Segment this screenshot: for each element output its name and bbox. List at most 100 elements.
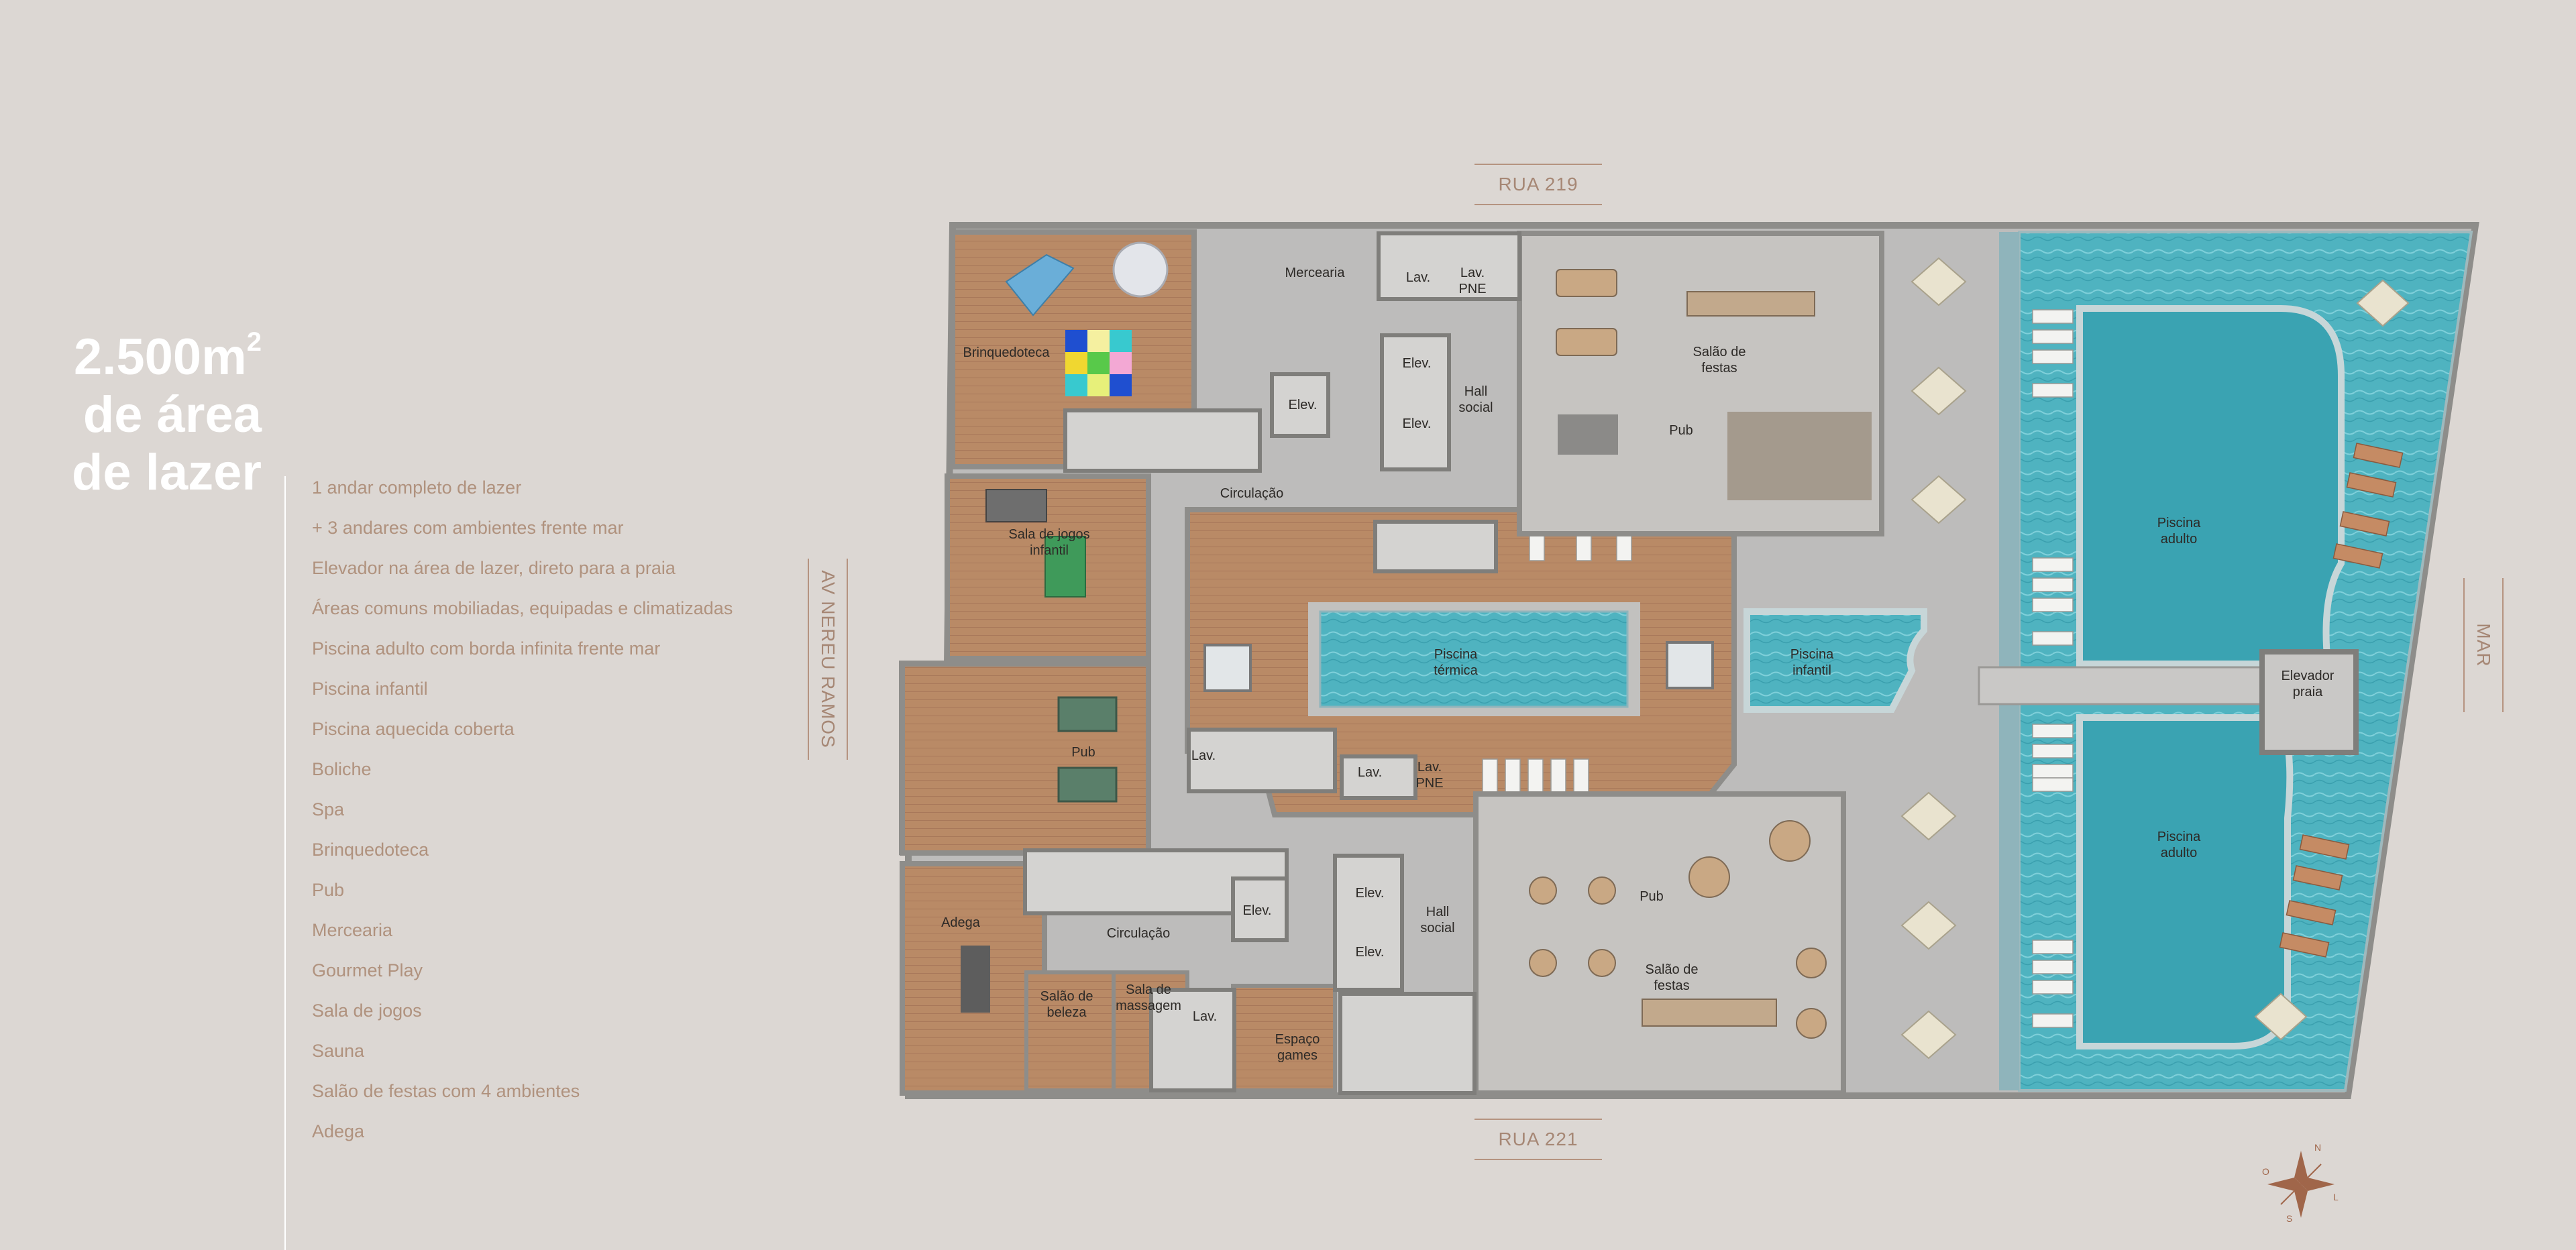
pub-left-floor [900, 661, 1151, 856]
street-label-bottom: RUA 221 [1474, 1119, 1602, 1160]
feature-item: 1 andar completo de lazer [312, 477, 522, 498]
label-hall-social-bottom-2: social [1420, 921, 1454, 935]
label-sala-massagem-2: massagem [1116, 999, 1181, 1013]
label-lav-pne-top-2: PNE [1458, 282, 1486, 296]
compass-o: O [2262, 1166, 2269, 1177]
label-lav-mid-1: Lav. [1191, 748, 1216, 763]
compass-rose: N S O L [2262, 1142, 2339, 1224]
jacuzzi-left [1203, 644, 1252, 692]
label-hall-social-top-2: social [1458, 400, 1493, 415]
festas-long-table-bottom [1642, 999, 1777, 1027]
feature-item: Piscina infantil [312, 679, 428, 699]
feature-item: Brinquedoteca [312, 840, 429, 860]
label-elev-2: Elev. [1403, 356, 1432, 371]
label-espaco-games-2: games [1277, 1048, 1318, 1063]
label-lav-pne-mid-1: Lav. [1417, 760, 1442, 775]
walkway [1978, 666, 2282, 705]
label-brinquedoteca: Brinquedoteca [963, 345, 1051, 360]
feature-item: Boliche [312, 759, 372, 779]
title-line2: de área [83, 386, 262, 443]
compass-s: S [2286, 1213, 2292, 1224]
label-elevador-praia-2: praia [2293, 685, 2323, 699]
top-tables [1556, 269, 1617, 356]
label-adega: Adega [941, 915, 981, 930]
cores [1023, 231, 1521, 1095]
feature-item: Gourmet Play [312, 960, 423, 980]
compass-l: L [2333, 1192, 2339, 1202]
label-elev-5: Elev. [1356, 886, 1385, 901]
label-piscina-adulto-top-1: Piscina [2157, 516, 2201, 530]
label-salao-festas-top-2: festas [1701, 361, 1737, 376]
label-lav-pne-mid-2: PNE [1415, 776, 1443, 791]
label-lav-pne-top-1: Lav. [1460, 266, 1485, 280]
label-circulacao-bottom: Circulação [1107, 926, 1170, 941]
label-salao-beleza-1: Salão de [1040, 989, 1093, 1004]
wood-loungers [2279, 443, 2404, 958]
title-superscript: 2 [246, 327, 262, 357]
sun-loungers [2032, 309, 2074, 1028]
compass-n: N [2314, 1142, 2321, 1153]
label-salao-festas-bottom-1: Salão de [1646, 962, 1699, 977]
label-pub-left: Pub [1071, 745, 1095, 760]
label-piscina-adulto-bottom-2: adulto [2161, 846, 2198, 860]
label-hall-social-top-1: Hall [1464, 384, 1487, 399]
label-elev-4: Elev. [1243, 903, 1272, 918]
feature-item: Adega [312, 1121, 365, 1141]
street-label-top: RUA 219 [1474, 164, 1602, 205]
pool-table-1 [1057, 696, 1118, 732]
label-piscina-adulto-bottom-1: Piscina [2157, 830, 2201, 844]
feature-item: + 3 andares com ambientes frente mar [312, 518, 624, 538]
festas-long-table [1686, 291, 1815, 317]
street-bottom-text: RUA 221 [1498, 1129, 1578, 1149]
ping-pong-table [1044, 536, 1086, 598]
label-piscina-termica-1: Piscina [1434, 647, 1478, 662]
label-salao-festas-top-1: Salão de [1693, 345, 1746, 359]
vertical-divider [284, 476, 286, 1250]
label-sala-massagem-1: Sala de [1126, 982, 1171, 997]
label-circulacao-top: Circulação [1220, 486, 1283, 501]
label-elev-6: Elev. [1356, 945, 1385, 960]
adult-pool-upper [2076, 305, 2345, 667]
label-lav-top: Lav. [1406, 270, 1430, 285]
umbrellas [1900, 257, 2410, 1060]
label-elev-1: Elev. [1289, 398, 1318, 412]
kids-pool [1743, 608, 1927, 713]
label-espaco-games-1: Espaço [1275, 1032, 1320, 1047]
feature-item: Salão de festas com 4 ambientes [312, 1081, 580, 1101]
feature-item: Pub [312, 880, 345, 900]
label-lav-mid-2: Lav. [1358, 765, 1382, 780]
jacuzzi-right [1666, 641, 1714, 689]
feature-list: 1 andar completo de lazer + 3 andares co… [312, 469, 733, 1153]
adega-table [961, 946, 990, 1013]
feature-item: Spa [312, 799, 345, 819]
feature-item: Sauna [312, 1041, 365, 1061]
pool-edge-strip [1999, 232, 2019, 1090]
label-piscina-termica-2: térmica [1434, 663, 1478, 678]
adult-pool-lower [2076, 714, 2294, 1049]
title-line3: de lazer [71, 444, 262, 501]
air-hockey-table [985, 489, 1047, 522]
play-mat [1065, 330, 1132, 396]
label-elev-3: Elev. [1403, 416, 1432, 431]
label-piscina-infantil-1: Piscina [1790, 647, 1834, 662]
label-hall-social-bottom-1: Hall [1426, 905, 1449, 919]
label-salao-festas-bottom-2: festas [1654, 978, 1689, 993]
label-pub-bottom: Pub [1640, 889, 1664, 904]
title-line1: 2.500m [73, 329, 247, 386]
feature-item: Áreas comuns mobiliadas, equipadas e cli… [312, 598, 733, 618]
pub-sofa [1558, 414, 1618, 455]
beach-elevator [2259, 649, 2359, 755]
street-top-text: RUA 219 [1498, 174, 1578, 194]
label-sala-jogos-2: infantil [1030, 543, 1069, 558]
feature-item: Sala de jogos [312, 1001, 422, 1021]
label-lav-bottom: Lav. [1193, 1009, 1217, 1024]
label-piscina-adulto-top-2: adulto [2161, 532, 2198, 547]
thermal-pool [1319, 610, 1629, 708]
pub-lounge-rug [1727, 412, 1872, 500]
feature-item: Piscina aquecida coberta [312, 719, 515, 739]
feature-item: Elevador na área de lazer, direto para a… [312, 558, 676, 578]
label-sala-jogos-1: Sala de jogos [1008, 527, 1089, 542]
play-carousel [1112, 241, 1169, 298]
feature-item: Mercearia [312, 920, 393, 940]
